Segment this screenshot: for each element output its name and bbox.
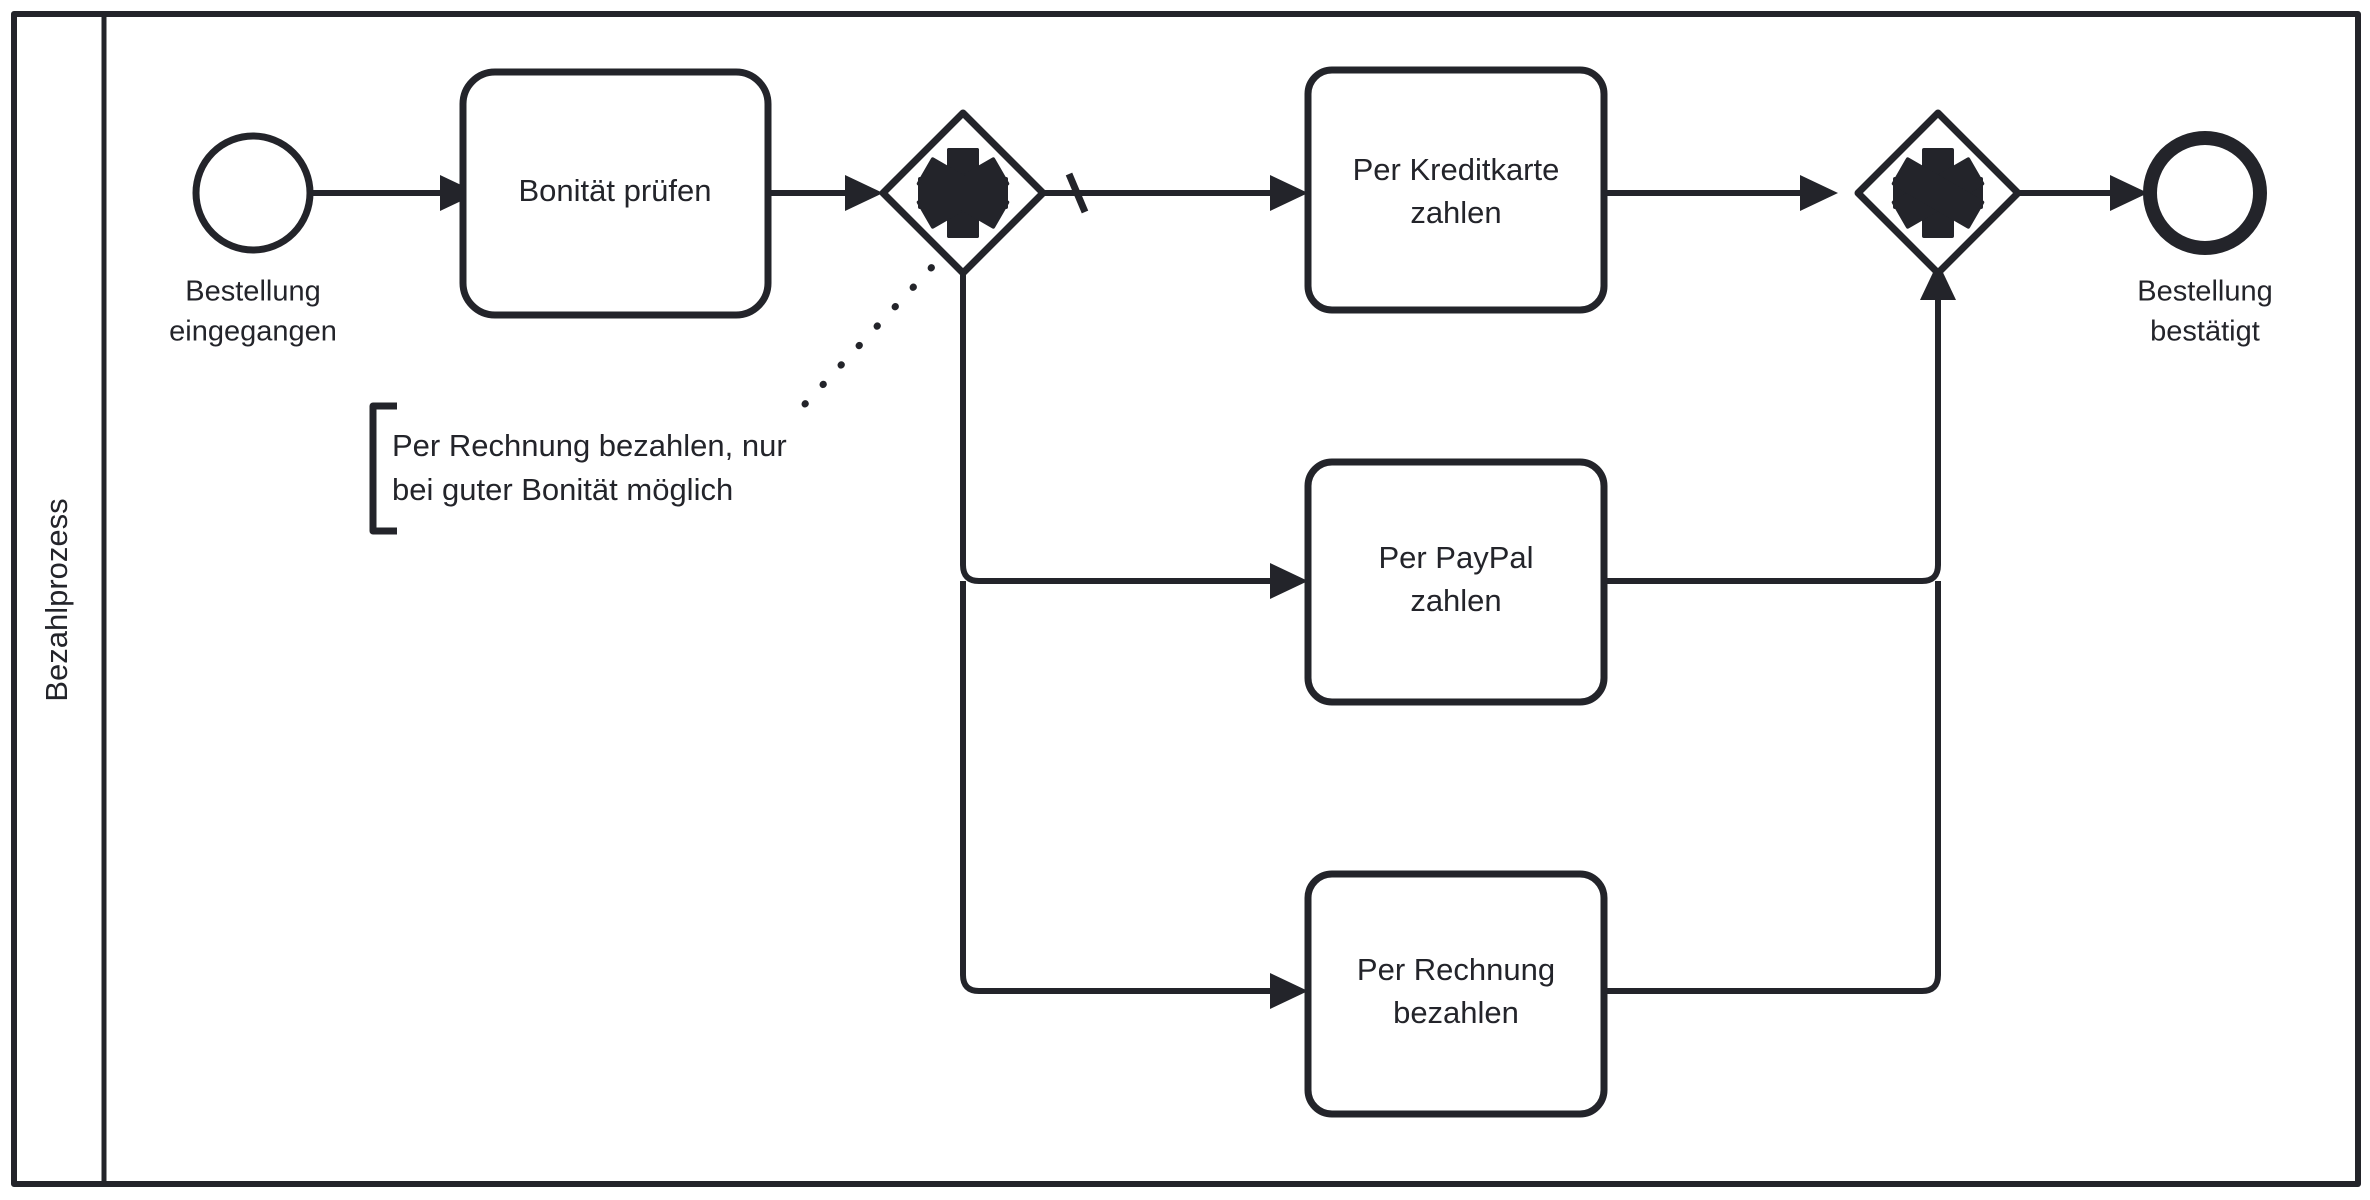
task-label-line1: Bonität prüfen — [518, 173, 711, 208]
flow-gateway-to-rechnung[interactable] — [960, 581, 1308, 1009]
end-event-label-line1: Bestellung — [2137, 276, 2272, 308]
task-box — [459, 68, 772, 319]
sequence-flow-layer — [313, 172, 2148, 1009]
annotation-bracket — [369, 402, 397, 535]
lane-label: Bezahlprozess — [39, 498, 74, 701]
flow-rechnung-to-join[interactable] — [1604, 581, 1941, 994]
end-event[interactable]: Bestellung bestätigt — [2137, 131, 2273, 348]
default-flow-marker — [1065, 172, 1089, 214]
annotation-line1: Per Rechnung bezahlen, nur — [392, 428, 787, 463]
flow-bonitaet-to-gateway[interactable] — [768, 175, 883, 211]
task-label-line1: Per PayPal — [1378, 540, 1533, 575]
flow-kreditkarte-to-join[interactable] — [1604, 175, 1838, 211]
asterisk-icon — [1891, 148, 1985, 238]
end-event-circle — [2143, 131, 2267, 255]
start-event-label-line2: eingegangen — [169, 316, 337, 348]
task-per-paypal-zahlen[interactable]: Per PayPal zahlen — [1304, 458, 1608, 706]
task-bonitaet-pruefen[interactable]: Bonität prüfen — [459, 68, 772, 319]
flow-start-to-bonitaet[interactable] — [313, 175, 478, 211]
task-label-line1: Per Rechnung — [1357, 952, 1555, 987]
task-box — [1304, 66, 1608, 314]
task-box — [1304, 870, 1608, 1118]
arrowhead — [1800, 175, 1838, 211]
task-label-line2: zahlen — [1410, 583, 1501, 618]
task-box — [1304, 458, 1608, 706]
asterisk-icon — [916, 148, 1010, 238]
arrowhead — [1270, 563, 1308, 599]
arrowhead — [2110, 175, 2148, 211]
task-per-rechnung-bezahlen[interactable]: Per Rechnung bezahlen — [1304, 870, 1608, 1118]
arrowhead — [1270, 973, 1308, 1009]
arrowhead — [1270, 175, 1308, 211]
flow-gateway-to-paypal[interactable] — [960, 250, 1308, 599]
association-annotation-to-gateway[interactable] — [801, 236, 961, 408]
arrowhead — [845, 175, 883, 211]
text-annotation[interactable]: Per Rechnung bezahlen, nur bei guter Bon… — [369, 402, 787, 535]
task-label-line2: zahlen — [1410, 195, 1501, 230]
start-event-circle — [192, 132, 314, 254]
start-event[interactable]: Bestellung eingegangen — [169, 132, 337, 348]
flow-join-to-end[interactable] — [2018, 175, 2148, 211]
arrowhead — [440, 175, 478, 211]
arrowhead — [1920, 262, 1956, 300]
flow-paypal-to-join[interactable] — [1604, 262, 1956, 584]
task-per-kreditkarte-zahlen[interactable]: Per Kreditkarte zahlen — [1304, 66, 1608, 314]
end-event-label-line2: bestätigt — [2150, 316, 2260, 348]
annotation-line2: bei guter Bonität möglich — [392, 472, 733, 507]
start-event-label-line1: Bestellung — [185, 276, 320, 308]
task-label-line1: Per Kreditkarte — [1353, 152, 1560, 187]
task-label-line2: bezahlen — [1393, 995, 1519, 1030]
gateway-split-complex[interactable] — [879, 109, 1047, 277]
gateway-join-complex[interactable] — [1854, 109, 2022, 277]
flow-gateway-to-kreditkarte[interactable] — [1043, 172, 1308, 214]
